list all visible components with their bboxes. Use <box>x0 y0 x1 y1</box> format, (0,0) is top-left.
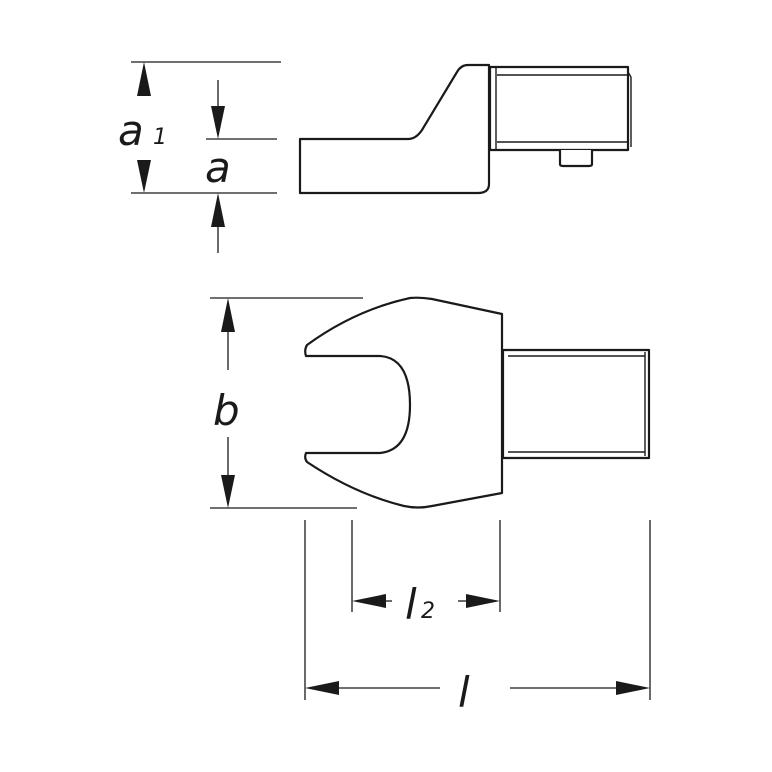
dimension-a: a <box>205 80 277 253</box>
arrow-up-icon <box>221 298 235 332</box>
label-a1-subscript: 1 <box>153 125 167 150</box>
wrench-front-view <box>304 296 651 509</box>
arrow-left-icon <box>305 681 339 695</box>
dimension-l2: l 2 <box>351 520 501 629</box>
tool-side-view <box>298 63 632 195</box>
label-a1: a <box>118 106 144 155</box>
arrow-down-icon <box>221 475 235 508</box>
label-l2: l <box>405 580 417 629</box>
arrow-up-icon <box>211 193 225 227</box>
dimension-a1: a 1 <box>118 61 281 194</box>
arrow-right-icon <box>466 594 500 608</box>
dimension-b: b <box>210 297 363 509</box>
label-l: l <box>458 668 470 717</box>
label-l2-subscript: 2 <box>421 599 435 624</box>
arrow-right-icon <box>616 681 650 695</box>
arrow-left-icon <box>352 594 386 608</box>
arrow-down-icon <box>211 106 225 139</box>
label-a: a <box>205 143 231 192</box>
dimension-l: l <box>304 520 651 717</box>
arrow-down-icon <box>137 160 151 193</box>
arrow-up-icon <box>137 62 151 96</box>
label-b: b <box>213 386 240 435</box>
